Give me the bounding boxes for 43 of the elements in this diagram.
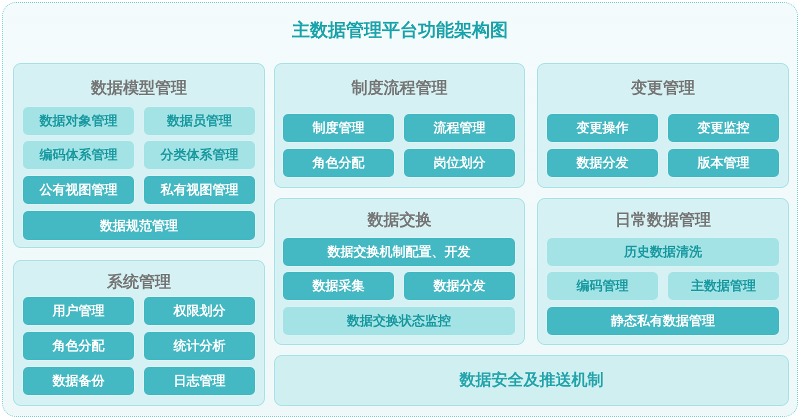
panel-heading: 日常数据管理 xyxy=(615,210,711,230)
function-item: 数据分发 xyxy=(547,149,658,177)
panel-heading: 制度流程管理 xyxy=(352,78,448,98)
function-item: 流程管理 xyxy=(404,114,515,142)
function-item: 统计分析 xyxy=(144,332,255,360)
function-item: 日志管理 xyxy=(144,367,255,395)
function-item: 静态私有数据管理 xyxy=(547,307,779,335)
panel-heading: 数据交换 xyxy=(368,210,432,230)
module-panel xyxy=(537,63,789,188)
function-item: 编码管理 xyxy=(547,272,658,300)
module-panel xyxy=(537,198,789,345)
panel-heading: 变更管理 xyxy=(631,78,695,98)
function-item: 角色分配 xyxy=(23,332,134,360)
function-item: 角色分配 xyxy=(283,149,394,177)
function-item: 用户管理 xyxy=(23,297,134,325)
function-item: 分类体系管理 xyxy=(144,141,255,169)
function-item: 编码体系管理 xyxy=(23,141,134,169)
function-item: 变更操作 xyxy=(547,114,658,142)
function-item: 数据员管理 xyxy=(144,107,255,135)
diagram-title: 主数据管理平台功能架构图 xyxy=(292,19,508,43)
module-panel xyxy=(274,63,525,188)
function-item: 版本管理 xyxy=(668,149,779,177)
function-item: 数据备份 xyxy=(23,367,134,395)
function-item: 岗位划分 xyxy=(404,149,515,177)
function-item: 数据交换状态监控 xyxy=(283,307,515,335)
function-item: 制度管理 xyxy=(283,114,394,142)
module-panel xyxy=(274,198,525,345)
module-panel xyxy=(13,260,265,406)
function-item: 数据采集 xyxy=(283,272,394,300)
function-item: 变更监控 xyxy=(668,114,779,142)
function-item: 私有视图管理 xyxy=(144,176,255,204)
panel-heading: 系统管理 xyxy=(107,272,171,292)
feature-band: 数据安全及推送机制 xyxy=(274,355,789,406)
function-item: 公有视图管理 xyxy=(23,176,134,204)
function-item: 数据交换机制配置、开发 xyxy=(283,238,515,266)
function-item: 历史数据清洗 xyxy=(547,238,779,266)
function-item: 数据分发 xyxy=(404,272,515,300)
panel-heading: 数据模型管理 xyxy=(91,78,187,98)
function-item: 权限划分 xyxy=(144,297,255,325)
module-panel xyxy=(13,63,265,248)
function-item: 数据对象管理 xyxy=(23,107,134,135)
function-item: 数据规范管理 xyxy=(23,211,255,240)
function-item: 主数据管理 xyxy=(668,272,779,300)
